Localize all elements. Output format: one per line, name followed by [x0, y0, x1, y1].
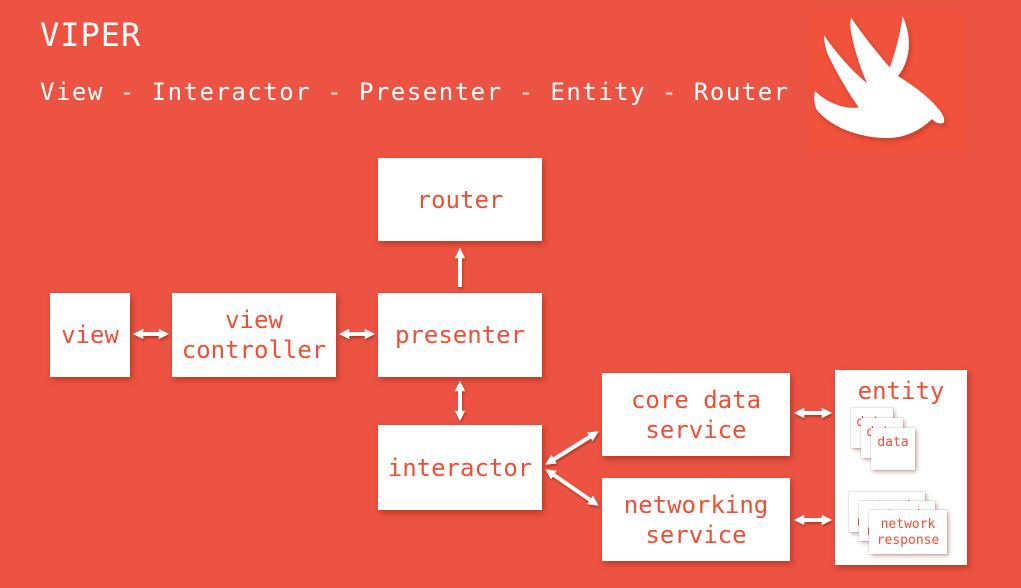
swift-logo: [809, 13, 966, 153]
box-view-controller: view controller: [172, 293, 336, 377]
box-view-controller-label: view controller: [181, 306, 327, 364]
box-router-label: router: [416, 185, 504, 214]
box-entity: entity data data data network response n…: [835, 370, 967, 565]
arrow-interactor-core-data-service: [545, 431, 599, 465]
box-core-data-service: core data service: [602, 373, 790, 456]
data-entity-card: data: [871, 428, 915, 470]
page-title: VIPER: [40, 16, 142, 54]
box-router: router: [378, 158, 542, 241]
box-view: view: [50, 293, 130, 377]
box-networking-service-label: networking service: [623, 490, 769, 549]
box-presenter-label: presenter: [394, 321, 526, 349]
page-subtitle: View - Interactor - Presenter - Entity -…: [40, 78, 790, 106]
box-presenter: presenter: [378, 293, 542, 377]
box-view-label: view: [61, 321, 119, 349]
box-networking-service: networking service: [602, 478, 790, 561]
box-interactor-label: interactor: [387, 453, 533, 482]
arrow-interactor-networking-service: [545, 469, 599, 506]
swift-bird-icon: [814, 16, 945, 139]
network-response-entity-card: network response: [869, 510, 947, 554]
box-interactor: interactor: [378, 425, 542, 510]
box-entity-label: entity: [857, 377, 945, 405]
box-core-data-service-label: core data service: [630, 385, 762, 444]
